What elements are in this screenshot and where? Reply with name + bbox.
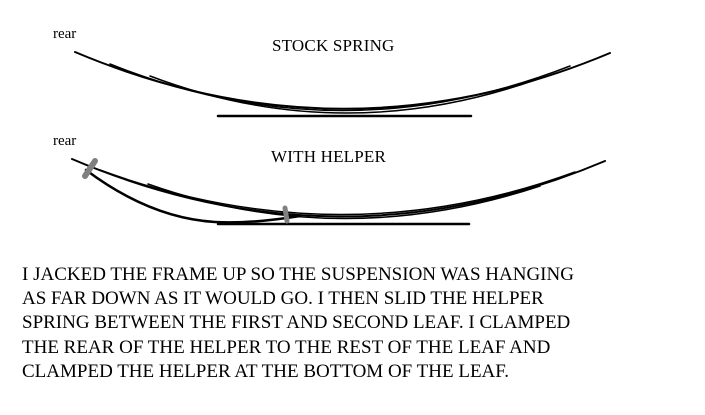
spring-diagram (71, 51, 611, 226)
bottom-clamp (282, 205, 290, 224)
stock-second-leaf (109, 63, 571, 112)
description-line: AS FAR DOWN AS IT WOULD GO. I THEN SLID … (22, 288, 544, 310)
rear-clamp (82, 158, 98, 179)
stock-spring-title: STOCK SPRING (272, 36, 395, 55)
rear-label-bottom: rear (53, 133, 77, 149)
rear-label-top: rear (53, 26, 77, 42)
stock-third-leaf (149, 75, 536, 114)
helper-main-leaf (71, 158, 606, 218)
description-line: SPRING BETWEEN THE FIRST AND SECOND LEAF… (22, 312, 571, 334)
description-line: I JACKED THE FRAME UP SO THE SUSPENSION … (22, 264, 574, 285)
with-helper-title: WITH HELPER (271, 147, 387, 166)
helper-spring (84, 168, 302, 224)
helper-third-leaf (147, 183, 541, 220)
description-line: THE REAR OF THE HELPER TO THE REST OF TH… (22, 336, 551, 358)
helper-second-leaf (99, 169, 576, 216)
description-line: CLAMPED THE HELPER AT THE BOTTOM OF THE … (22, 360, 510, 382)
helper-spring-drawing (71, 158, 606, 226)
description-text: I JACKED THE FRAME UP SO THE SUSPENSION … (22, 263, 702, 384)
stock-spring-drawing (74, 51, 611, 118)
